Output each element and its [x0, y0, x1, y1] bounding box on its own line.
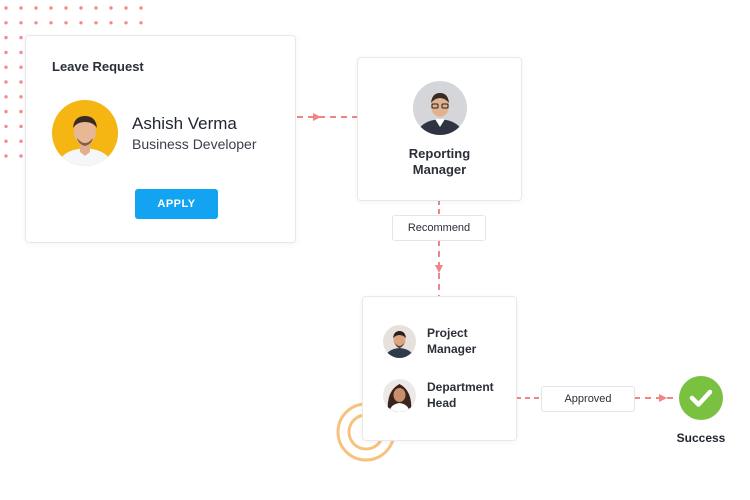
decorative-dot	[4, 21, 8, 25]
approved-pill: Approved	[541, 386, 635, 412]
approvers-card: Project Manager Department Head	[362, 296, 517, 441]
arrow-recommend-to-approvers	[435, 265, 443, 273]
decorative-dot	[34, 6, 38, 10]
decorative-dot	[139, 6, 143, 10]
arrow-approved-to-success	[659, 394, 667, 402]
decorative-dot	[19, 109, 23, 114]
decorative-dot	[4, 154, 8, 158]
employee-avatar	[52, 100, 118, 166]
reporting-manager-label-line1: Reporting	[408, 146, 471, 161]
decorative-dot-grid	[4, 6, 143, 158]
decorative-dot	[4, 6, 8, 10]
employee-role: Business Developer	[132, 136, 257, 152]
success-label: Success	[676, 431, 726, 445]
decorative-dot	[79, 6, 83, 10]
decorative-dot	[4, 139, 8, 143]
decorative-dot	[79, 21, 83, 25]
project-manager-label-line2: Manager	[427, 342, 477, 356]
department-head-label-line1: Department	[427, 380, 494, 394]
decorative-dot	[19, 80, 23, 84]
decorative-dot	[4, 65, 8, 69]
decorative-dot	[19, 35, 23, 40]
person-icon	[52, 100, 118, 166]
decorative-dot	[4, 109, 8, 114]
department-head-avatar	[383, 379, 416, 412]
person-icon	[413, 81, 467, 135]
decorative-dot	[19, 6, 23, 10]
employee-name: Ashish Verma	[132, 114, 237, 133]
decorative-dot	[64, 6, 68, 10]
decorative-dot	[19, 21, 23, 25]
project-manager-label-line1: Project	[427, 326, 468, 340]
reporting-manager-card: Reporting Manager	[357, 57, 522, 201]
leave-request-title: Leave Request	[52, 59, 144, 74]
department-head-label-line2: Head	[427, 396, 457, 410]
project-manager-avatar	[383, 325, 416, 358]
recommend-pill: Recommend	[392, 215, 486, 241]
decorative-dot	[49, 6, 53, 10]
decorative-dot	[4, 35, 8, 40]
decorative-dot	[4, 124, 8, 129]
decorative-dot	[4, 95, 8, 99]
reporting-manager-avatar	[413, 81, 467, 135]
decorative-dot	[19, 139, 23, 143]
check-circle-icon	[679, 376, 723, 420]
decorative-dot	[94, 6, 98, 10]
decorative-dot	[124, 21, 128, 25]
decorative-dot	[139, 21, 143, 25]
decorative-dot	[109, 6, 113, 10]
decorative-dot	[19, 95, 23, 99]
success-check-icon	[679, 376, 723, 420]
decorative-dot	[4, 50, 8, 55]
arrow-leave-to-reporting	[313, 113, 321, 121]
reporting-manager-label-line2: Manager	[412, 162, 467, 177]
decorative-dot	[19, 65, 23, 69]
decorative-dot	[19, 154, 23, 158]
apply-button[interactable]: APPLY	[135, 189, 218, 219]
decorative-dot	[49, 21, 53, 25]
decorative-dot	[19, 124, 23, 129]
decorative-dot	[109, 21, 113, 25]
decorative-dot	[34, 21, 38, 25]
decorative-dot	[94, 21, 98, 25]
person-icon	[383, 325, 416, 358]
leave-request-card: Leave Request Ashish Verma Business Deve…	[25, 35, 296, 243]
decorative-dot	[64, 21, 68, 25]
decorative-dot	[19, 50, 23, 55]
person-icon	[383, 379, 416, 412]
decorative-dot	[124, 6, 128, 10]
decorative-dot	[4, 80, 8, 84]
